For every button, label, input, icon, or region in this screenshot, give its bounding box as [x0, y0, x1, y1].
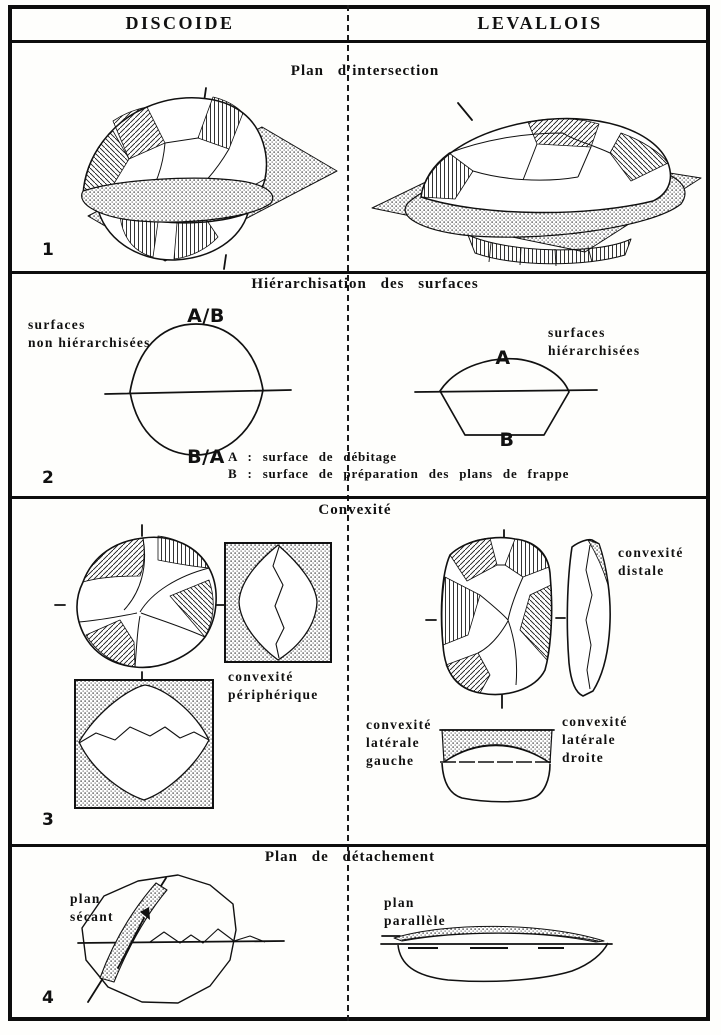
label-surfaces-non-hierarchisees: surfaces non hiérarchisées [28, 317, 151, 351]
label-surface-a: A [495, 347, 511, 369]
panel1-number: 1 [42, 240, 54, 260]
header-separator-line [8, 40, 710, 43]
panel4-number: 4 [42, 988, 54, 1008]
panel4-title: Plan de détachement [264, 849, 436, 865]
label-convexite-laterale-droite: convexité latérale droite [562, 714, 628, 766]
parallel-plane-core-section-drawing [380, 925, 613, 983]
label-surface-b: B [499, 429, 515, 451]
panel3-panel4-separator [8, 844, 710, 847]
secant-plane-core-section-drawing [77, 874, 285, 1004]
label-convexite-laterale-gauche: convexité latérale gauche [366, 717, 432, 769]
label-surface-b-over-a: B/A [187, 446, 225, 468]
panel1-title: Plan d'intersection [290, 63, 440, 79]
lateral-convexity-cross-section-drawing [439, 729, 555, 803]
label-plan-secant: plan sécant [70, 891, 114, 925]
legend-surface-a-definition: A : surface de débitage [228, 449, 397, 464]
figure-border [8, 5, 710, 1021]
peripheral-convexity-horizontal-section-drawing [74, 679, 214, 809]
label-convexite-peripherique: convexité périphérique [228, 669, 319, 703]
peripheral-convexity-vertical-section-drawing [224, 542, 332, 663]
label-plan-parallele: plan parallèle [384, 895, 446, 929]
column-header-discoide: DISCOIDE [125, 13, 235, 33]
panel1-panel2-separator [8, 271, 710, 274]
column-divider-dashed-line [347, 5, 349, 1021]
label-surface-a-over-b: A/B [187, 305, 225, 327]
hierarchized-section-drawing [414, 357, 598, 436]
legend-surface-b-definition: B : surface de préparation des plans de … [228, 466, 570, 481]
levallois-core-intersection-drawing [371, 102, 702, 267]
panel3-title: Convexité [318, 502, 392, 518]
non-hierarchized-section-drawing [104, 323, 292, 456]
label-convexite-distale: convexité distale [618, 545, 684, 579]
panel2-panel3-separator [8, 496, 710, 499]
panel2-number: 2 [42, 468, 54, 488]
levallois-core-plan-and-profile-drawing [425, 529, 611, 709]
panel2-title: Hiérarchisation des surfaces [251, 276, 479, 292]
panel3-number: 3 [42, 810, 54, 830]
column-header-levallois: LEVALLOIS [477, 13, 603, 33]
discoid-core-plan-view-drawing [54, 524, 226, 682]
discoid-core-intersection-drawing [81, 87, 338, 270]
label-surfaces-hierarchisees: surfaces hiérarchisées [548, 325, 641, 359]
